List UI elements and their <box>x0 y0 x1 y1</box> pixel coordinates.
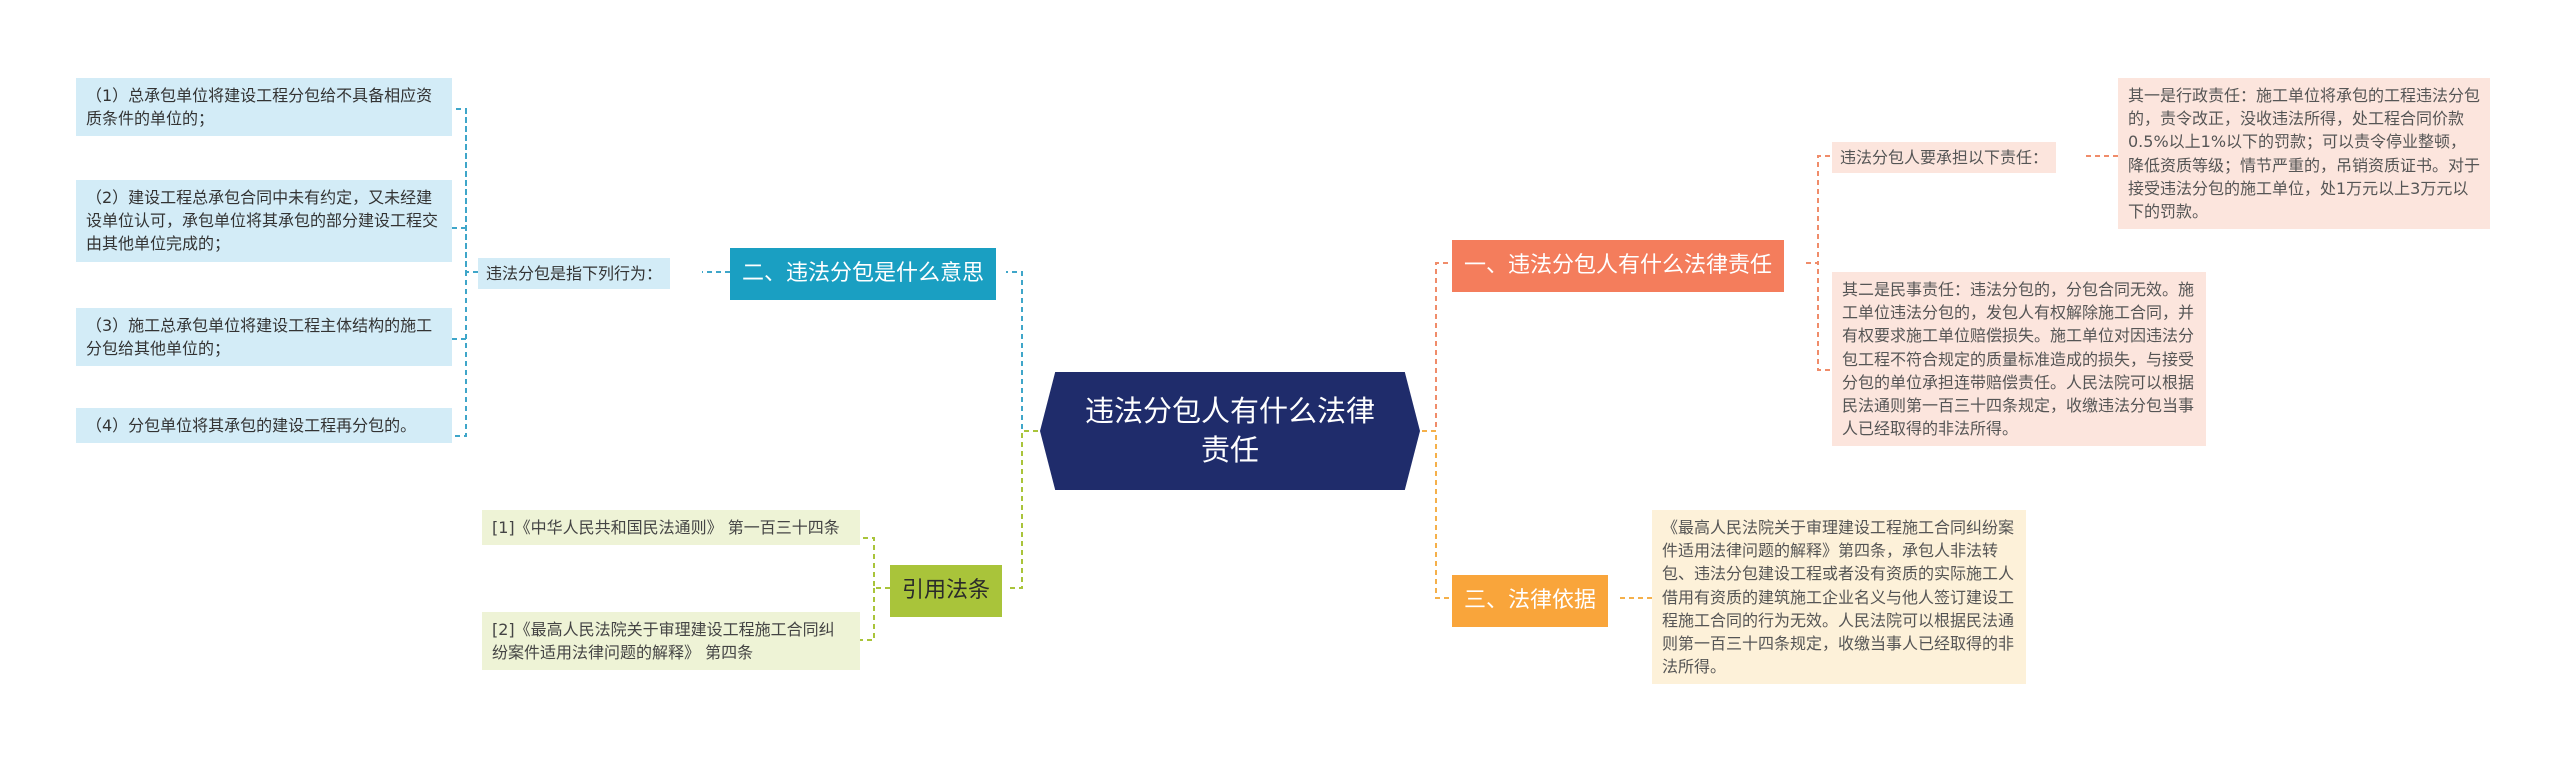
legal-basis-note: 《最高人民法院关于审理建设工程施工合同纠纷案件适用法律问题的解释》第四条，承包人… <box>1652 510 2026 685</box>
legal-basis-text: 《最高人民法院关于审理建设工程施工合同纠纷案件适用法律问题的解释》第四条，承包人… <box>1662 518 2015 677</box>
link-b1-sublabel <box>1806 155 1832 264</box>
administrative-liability-text: 其一是行政责任：施工单位将承包的工程违法分包的，责令改正，没收违法所得，处工程合… <box>2128 86 2481 221</box>
link-center-b1 <box>1422 262 1452 432</box>
cited-law-item: [2]《最高人民法院关于审理建设工程施工合同纠纷案件适用法律问题的解释》 第四条 <box>482 612 860 671</box>
civil-liability-text: 其二是民事责任：违法分包的，分包合同无效。施工单位违法分包的，发包人有权解除施工… <box>1842 280 2195 439</box>
civil-liability-note: 其二是民事责任：违法分包的，分包合同无效。施工单位违法分包的，发包人有权解除施工… <box>1832 272 2206 447</box>
branch-legal-basis-label: 三、法律依据 <box>1464 588 1597 613</box>
branch-definition-label: 二、违法分包是什么意思 <box>742 261 985 286</box>
center-topic-text: 违法分包人有什么法律责任 <box>1084 393 1375 467</box>
definition-sub-label: 违法分包是指下列行为： <box>478 258 671 290</box>
liability-sub-label: 违法分包人要承担以下责任： <box>1832 142 2057 174</box>
cited-law-item: [1]《中华人民共和国民法通则》 第一百三十四条 <box>482 510 860 546</box>
branch-definition: 二、违法分包是什么意思 <box>730 248 997 300</box>
definition-item: （3）施工总承包单位将建设工程主体结构的施工分包给其他单位的； <box>76 308 452 367</box>
cited-law-item-text: [2]《最高人民法院关于审理建设工程施工合同纠纷案件适用法律问题的解释》 第四条 <box>492 620 835 663</box>
definition-item-text: （4）分包单位将其承包的建设工程再分包的。 <box>86 416 417 435</box>
definition-item: （2）建设工程总承包合同中未有约定，又未经建设单位认可，承包单位将其承包的部分建… <box>76 180 452 262</box>
branch-legal-liability: 一、违法分包人有什么法律责任 <box>1452 240 1785 292</box>
branch-legal-liability-label: 一、违法分包人有什么法律责任 <box>1464 253 1773 278</box>
branch-cited-laws-label: 引用法条 <box>902 578 991 603</box>
administrative-liability-note: 其一是行政责任：施工单位将承包的工程违法分包的，责令改正，没收违法所得，处工程合… <box>2118 78 2490 230</box>
cited-law-item-text: [1]《中华人民共和国民法通则》 第一百三十四条 <box>492 518 840 537</box>
link-b1-civil <box>1806 262 1832 371</box>
definition-item-text: （1）总承包单位将建设工程分包给不具备相应资质条件的单位的； <box>86 86 433 129</box>
definition-item: （4）分包单位将其承包的建设工程再分包的。 <box>76 408 452 444</box>
branch-legal-basis: 三、法律依据 <box>1452 575 1609 627</box>
link-center-b3 <box>1422 430 1452 599</box>
definition-item-text: （3）施工总承包单位将建设工程主体结构的施工分包给其他单位的； <box>86 316 433 359</box>
definition-item: （1）总承包单位将建设工程分包给不具备相应资质条件的单位的； <box>76 78 452 137</box>
definition-sub-label-text: 违法分包是指下列行为： <box>486 264 663 283</box>
liability-sub-label-text: 违法分包人要承担以下责任： <box>1840 148 2049 167</box>
link-b4-items <box>860 537 890 641</box>
definition-item-text: （2）建设工程总承包合同中未有约定，又未经建设单位认可，承包单位将其承包的部分建… <box>86 188 439 254</box>
branch-cited-laws: 引用法条 <box>890 565 1003 617</box>
link-center-b2 <box>1006 271 1038 432</box>
link-center-b4 <box>1006 430 1038 589</box>
link-sublabel-items <box>452 108 478 437</box>
center-topic: 违法分包人有什么法律责任 <box>1040 372 1420 490</box>
